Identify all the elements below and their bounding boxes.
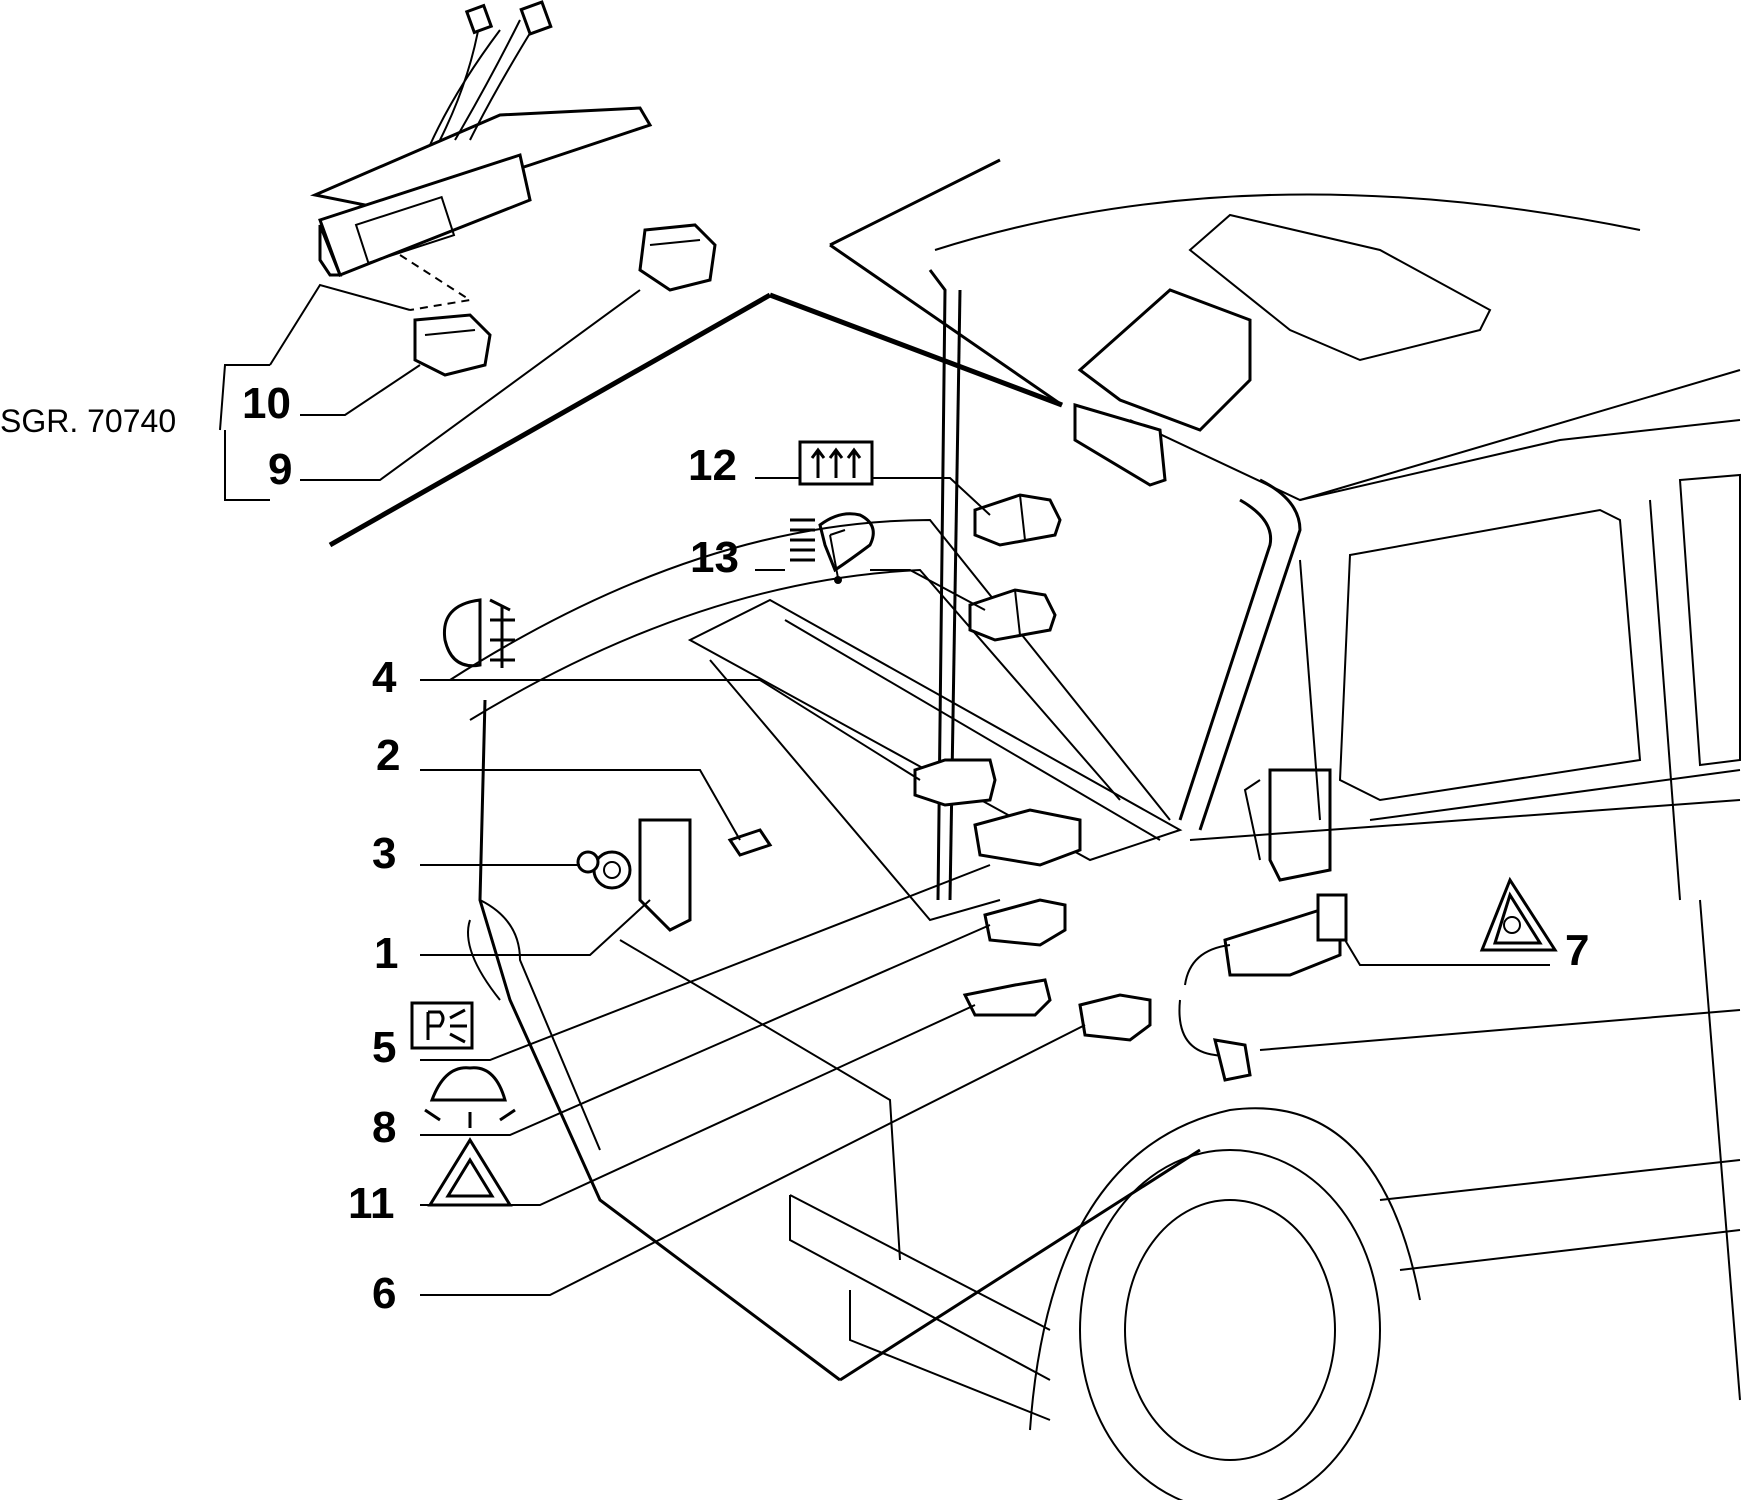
switch-part-6 (1078, 993, 1152, 1042)
interior-light-icon (424, 1066, 516, 1128)
rear-defrost-icon (798, 440, 874, 486)
callout-4: 4 (372, 653, 397, 702)
switch-part-8 (983, 898, 1067, 947)
callout-8: 8 (372, 1103, 396, 1152)
screw-part-2 (727, 828, 773, 857)
rear-wiper-icon (790, 512, 875, 584)
callout-7: 7 (1565, 926, 1589, 975)
callout-11: 11 (348, 1179, 395, 1228)
callout-1: 1 (374, 929, 398, 978)
switch-part-12 (973, 493, 1062, 547)
callout-3: 3 (372, 829, 396, 878)
switch-part-7 (1178, 893, 1348, 1082)
callout-12: 12 (688, 441, 737, 490)
callout-6: 6 (372, 1269, 396, 1318)
callout-5: 5 (372, 1023, 396, 1072)
panel-dividers (328, 158, 1063, 548)
reference-code: SGR. 70740 (0, 403, 176, 439)
switch-part-13 (968, 588, 1057, 642)
trailer-warning-icon (1479, 876, 1558, 952)
bracket-part-1 (592, 818, 692, 932)
hazard-warning-icon (427, 1137, 513, 1207)
fog-light-icon (442, 598, 515, 668)
parking-light-icon (410, 1001, 474, 1050)
part-9-switch (638, 223, 717, 292)
nut-part-3 (576, 850, 600, 874)
overhead-console-assembly (309, 0, 653, 311)
callout-2: 2 (376, 731, 400, 780)
leader-lines (219, 283, 1550, 1296)
callout-9: 9 (268, 445, 292, 494)
switch-part-4 (913, 758, 997, 807)
switch-part-11 (962, 978, 1052, 1017)
part-10-switch (413, 313, 492, 377)
callout-13: 13 (690, 533, 739, 582)
callout-10: 10 (242, 379, 291, 428)
switch-part-5 (973, 808, 1082, 867)
vehicle-outline (449, 193, 1741, 1500)
